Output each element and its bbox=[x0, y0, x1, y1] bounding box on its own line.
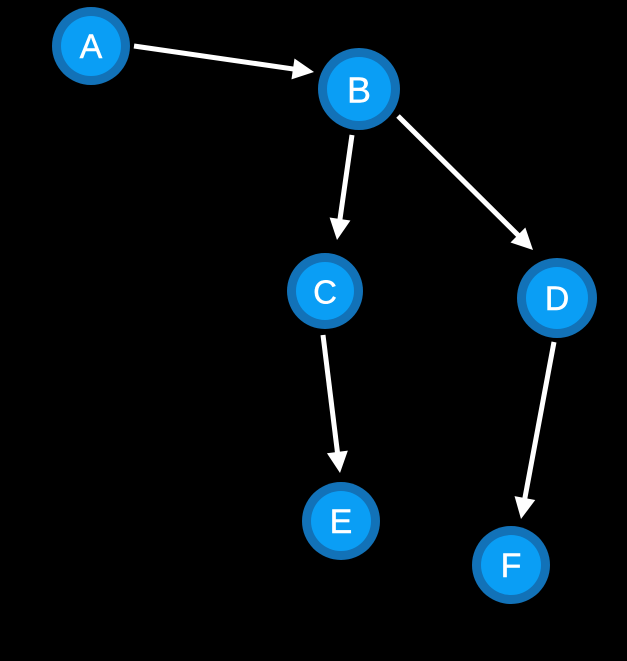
edge-a-to-b[interactable] bbox=[133, 43, 314, 80]
edge-arrowhead bbox=[326, 450, 348, 473]
node-c[interactable]: C bbox=[287, 253, 363, 329]
edge-line bbox=[133, 43, 297, 72]
edge-arrowhead bbox=[514, 496, 536, 519]
node-core bbox=[61, 16, 121, 76]
node-e[interactable]: E bbox=[302, 482, 380, 560]
edge-line bbox=[521, 341, 557, 502]
edge-line bbox=[320, 334, 341, 456]
node-b[interactable]: B bbox=[318, 48, 400, 130]
edge-d-to-f[interactable] bbox=[514, 341, 557, 519]
node-core bbox=[311, 491, 371, 551]
edge-c-to-e[interactable] bbox=[320, 334, 348, 473]
node-label: B bbox=[347, 70, 371, 111]
edge-arrowhead bbox=[291, 58, 314, 80]
node-a[interactable]: A bbox=[52, 7, 130, 85]
node-d[interactable]: D bbox=[517, 258, 597, 338]
nodes-layer: A B C D E F bbox=[52, 7, 597, 604]
node-label: C bbox=[313, 274, 337, 311]
node-core bbox=[327, 57, 391, 121]
node-label: A bbox=[80, 28, 103, 66]
node-core bbox=[481, 535, 541, 595]
node-f[interactable]: F bbox=[472, 526, 550, 604]
node-label: D bbox=[545, 280, 570, 318]
node-label: E bbox=[330, 503, 353, 541]
edge-b-to-c[interactable] bbox=[329, 134, 355, 240]
edge-b-to-d[interactable] bbox=[396, 114, 533, 250]
edge-line bbox=[396, 114, 523, 240]
edge-arrowhead bbox=[510, 227, 533, 250]
edge-line bbox=[337, 134, 355, 223]
edge-arrowhead bbox=[329, 217, 351, 240]
node-core bbox=[526, 267, 588, 329]
node-label: F bbox=[501, 547, 522, 585]
node-core bbox=[296, 262, 354, 320]
edges-layer bbox=[133, 43, 557, 519]
